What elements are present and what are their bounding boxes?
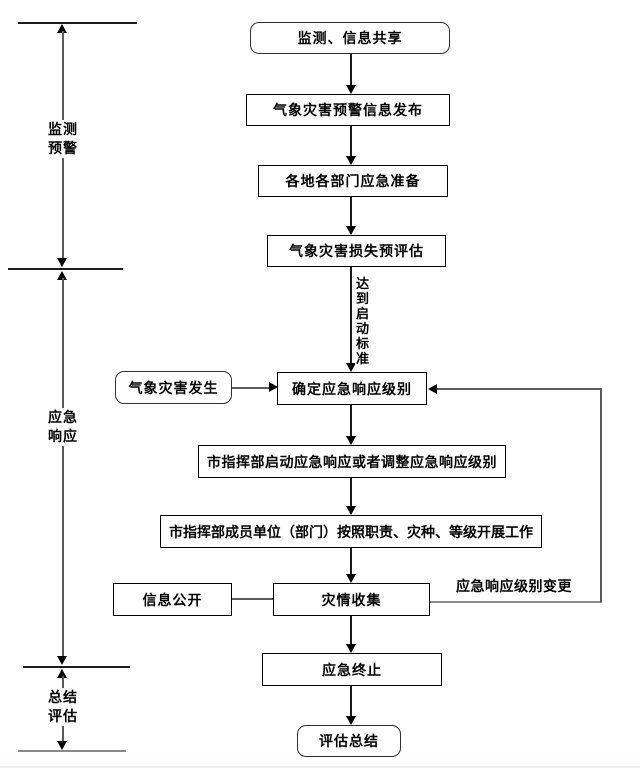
axis-arrowhead-up-3 bbox=[57, 669, 67, 678]
axis-tick-bottom bbox=[18, 750, 126, 752]
axis-tick-mid1 bbox=[8, 268, 123, 270]
arrowhead-8 bbox=[346, 644, 356, 653]
arrow-line-8 bbox=[350, 616, 352, 646]
arrowhead-6 bbox=[346, 506, 356, 515]
arrowhead-1 bbox=[346, 85, 356, 94]
axis-arrowhead-up-2 bbox=[57, 271, 67, 280]
phase-label-response: 应急 响应 bbox=[42, 408, 84, 446]
axis-arrowhead-down-1 bbox=[57, 258, 67, 267]
arrow-line-3 bbox=[350, 197, 352, 228]
edge-label-level-change: 应急响应级别变更 bbox=[456, 576, 572, 596]
axis-tick-top bbox=[18, 22, 137, 24]
node-dept-preparation: 各地各部门应急准备 bbox=[258, 165, 448, 197]
feedback-line-bottom bbox=[430, 601, 602, 603]
arrowhead-2 bbox=[346, 156, 356, 165]
edge-label-activation-criteria: 达到启动标准 bbox=[355, 276, 370, 366]
phase-label-evaluation: 总结 评估 bbox=[42, 688, 84, 726]
node-start-or-adjust: 市指挥部启动应急响应或者调整应急响应级别 bbox=[198, 445, 506, 478]
arrow-line-5 bbox=[350, 405, 352, 438]
feedback-line-right bbox=[600, 388, 602, 602]
feedback-line-top bbox=[436, 388, 601, 390]
arrowhead-feedback bbox=[428, 384, 437, 394]
node-warning-release: 气象灾害预警信息发布 bbox=[246, 94, 450, 126]
arrow-line-4 bbox=[350, 267, 352, 365]
axis-arrowhead-down-2 bbox=[57, 656, 67, 665]
arrow-line-9 bbox=[350, 686, 352, 718]
node-disaster-collection: 灾情收集 bbox=[273, 583, 430, 616]
node-members-carry-out: 市指挥部成员单位（部门）按照职责、灾种、等级开展工作 bbox=[160, 515, 542, 548]
node-determine-level: 确定应急响应级别 bbox=[277, 372, 427, 405]
node-disaster-occurs: 气象灾害发生 bbox=[115, 371, 232, 404]
axis-tick-mid2 bbox=[23, 666, 130, 668]
node-loss-preassessment: 气象灾害损失预评估 bbox=[267, 235, 446, 267]
node-info-disclosure: 信息公开 bbox=[113, 583, 232, 616]
arrow-line-2 bbox=[350, 126, 352, 158]
arrowhead-7 bbox=[346, 574, 356, 583]
arrow-line-1 bbox=[350, 54, 352, 87]
node-monitor-share: 监测、信息共享 bbox=[250, 22, 450, 54]
arrow-line-6 bbox=[350, 478, 352, 508]
axis-arrowhead-up-1 bbox=[57, 24, 67, 33]
arrowhead-5 bbox=[346, 436, 356, 445]
arrowhead-disaster-to-level bbox=[269, 382, 278, 392]
arrowhead-3 bbox=[346, 226, 356, 235]
node-emergency-termination: 应急终止 bbox=[262, 653, 442, 686]
node-evaluation-summary: 评估总结 bbox=[297, 725, 401, 757]
axis-arrowhead-down-3 bbox=[57, 741, 67, 750]
line-info-to-collection bbox=[232, 598, 273, 600]
axis-line-phase-2 bbox=[62, 278, 64, 658]
arrow-line-7 bbox=[350, 548, 352, 576]
phase-label-monitoring: 监测 预警 bbox=[42, 120, 84, 158]
arrow-line-disaster-to-level bbox=[232, 387, 270, 389]
arrowhead-4 bbox=[346, 363, 356, 372]
arrowhead-9 bbox=[346, 716, 356, 725]
